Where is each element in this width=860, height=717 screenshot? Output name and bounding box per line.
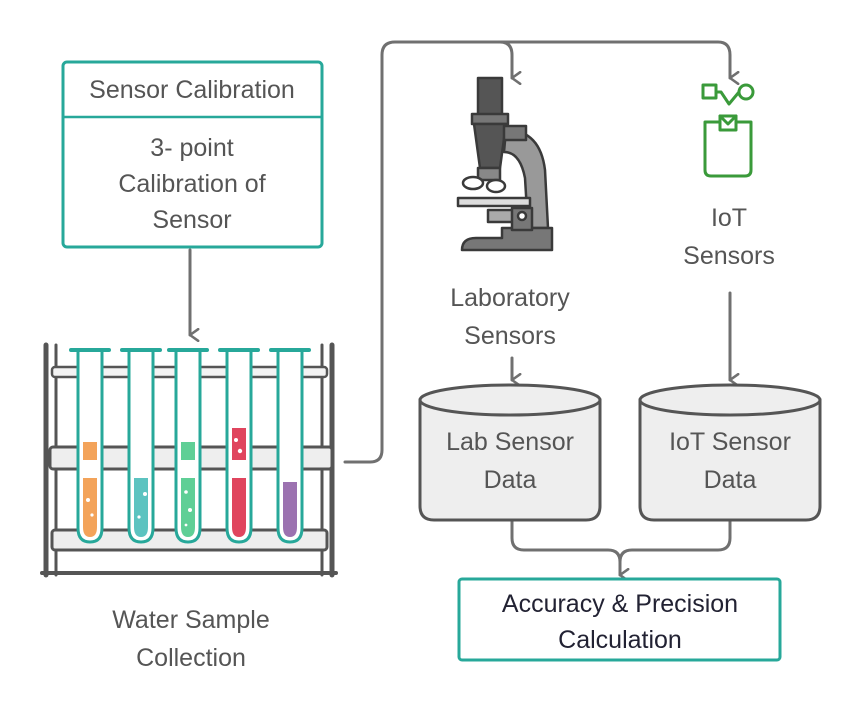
calibration-title: Sensor Calibration [89, 76, 295, 104]
water-sample-line-1: Water Sample [112, 606, 269, 634]
arrow-iot-data-to-result [618, 518, 732, 564]
test-tube-purple [269, 348, 311, 544]
test-tube-green [167, 348, 209, 544]
result-line-1: Accuracy & Precision [502, 590, 738, 618]
lab-sensors-line-2: Sensors [464, 322, 556, 350]
lab-sensors-line-1: Laboratory [450, 284, 570, 312]
test-tube-orange [69, 348, 111, 544]
iot-data-line-2: Data [704, 466, 757, 494]
calibration-box: Sensor Calibration 3- point Calibration … [61, 60, 324, 249]
water-sample-line-2: Collection [136, 644, 246, 672]
arrow-samples-to-sensors [343, 40, 730, 464]
arrow-lab-data-to-result [510, 518, 620, 575]
test-tube-rack-icon [40, 342, 338, 578]
iot-data-cylinder: IoT Sensor Data [638, 383, 822, 522]
iot-data-line-1: IoT Sensor [669, 428, 791, 456]
calibration-line-3: Sensor [152, 206, 231, 234]
iot-sensors-line-2: Sensors [683, 242, 775, 270]
microscope-icon [456, 76, 554, 252]
arrow-branch-to-lab [498, 40, 512, 78]
lab-data-line-2: Data [484, 466, 537, 494]
lab-data-cylinder: Lab Sensor Data [418, 383, 602, 522]
test-tube-red [218, 348, 260, 544]
result-box: Accuracy & Precision Calculation [457, 577, 782, 662]
iot-sensor-icon [701, 83, 755, 178]
iot-sensors-line-1: IoT [711, 204, 747, 232]
result-line-2: Calculation [558, 626, 682, 654]
calibration-line-1: 3- point [150, 134, 233, 162]
connector-lines [188, 40, 732, 575]
test-tube-cyan [120, 348, 162, 544]
calibration-line-2: Calibration of [118, 170, 265, 198]
lab-data-line-1: Lab Sensor [446, 428, 574, 456]
